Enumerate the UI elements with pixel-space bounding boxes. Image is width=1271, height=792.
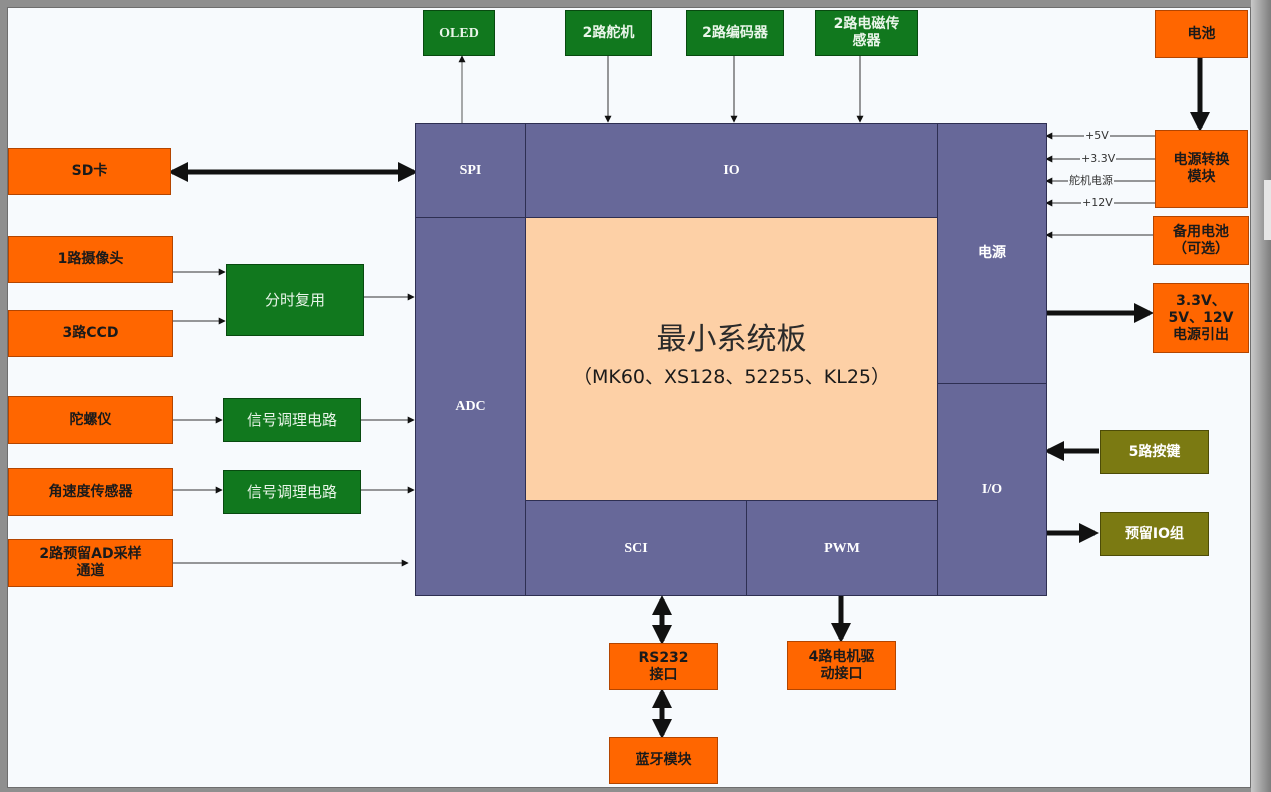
mux-module: 分时复用: [226, 264, 364, 336]
keys-module: 5路按键: [1100, 430, 1209, 474]
rs232-module: RS232 接口: [609, 643, 718, 690]
adc-label: ADC: [455, 399, 486, 414]
spi-label: SPI: [459, 163, 482, 178]
ccd-module: 3路CCD: [8, 310, 173, 357]
sci-label: SCI: [624, 540, 648, 556]
label-5v: +5V: [1084, 129, 1110, 142]
label-servo-power: 舵机电源: [1068, 174, 1114, 187]
camera-module: 1路摄像头: [8, 236, 173, 283]
io-right-block: I/O: [937, 383, 1047, 596]
adc-block: ADC: [415, 217, 526, 596]
encoder-module: 2路编码器: [686, 10, 784, 56]
viewer-scrollbar[interactable]: [1251, 0, 1271, 792]
power-label: 电源: [978, 246, 1006, 261]
io-right-label: I/O: [981, 482, 1003, 497]
pwm-label: PWM: [824, 540, 860, 556]
io-top-block: IO: [525, 123, 938, 218]
backup-battery-module: 备用电池 （可选）: [1153, 216, 1249, 265]
angular-sensor-module: 角速度传感器: [8, 468, 173, 516]
em-sensor-module: 2路电磁传 感器: [815, 10, 918, 56]
pwm-block: PWM: [746, 500, 938, 596]
core-title: 最小系统板: [656, 322, 807, 357]
signal-conditioning-2: 信号调理电路: [223, 470, 361, 514]
minimum-system-board: 最小系统板 （MK60、XS128、52255、KL25）: [525, 217, 938, 501]
power-out-module: 3.3V、 5V、12V 电源引出: [1153, 283, 1249, 353]
gyro-module: 陀螺仪: [8, 396, 173, 444]
spi-block: SPI: [415, 123, 526, 218]
sci-block: SCI: [525, 500, 747, 596]
ad-channels-module: 2路预留AD采样 通道: [8, 539, 173, 587]
oled-module: OLED: [423, 10, 495, 56]
power-block: 电源: [937, 123, 1047, 384]
servo-module: 2路舵机: [565, 10, 652, 56]
bluetooth-module: 蓝牙模块: [609, 737, 718, 784]
scrollbar-thumb[interactable]: [1264, 180, 1271, 240]
battery-module: 电池: [1155, 10, 1248, 58]
power-converter-module: 电源转换 模块: [1155, 130, 1248, 208]
signal-conditioning-1: 信号调理电路: [223, 398, 361, 442]
label-3v3: +3.3V: [1080, 152, 1117, 165]
motor-driver-module: 4路电机驱 动接口: [787, 641, 896, 690]
io-top-label: IO: [723, 163, 740, 178]
sd-card-module: SD卡: [8, 148, 171, 195]
label-12v: +12V: [1081, 196, 1114, 209]
reserved-io-module: 预留IO组: [1100, 512, 1209, 556]
core-subtitle: （MK60、XS128、52255、KL25）: [572, 366, 891, 388]
